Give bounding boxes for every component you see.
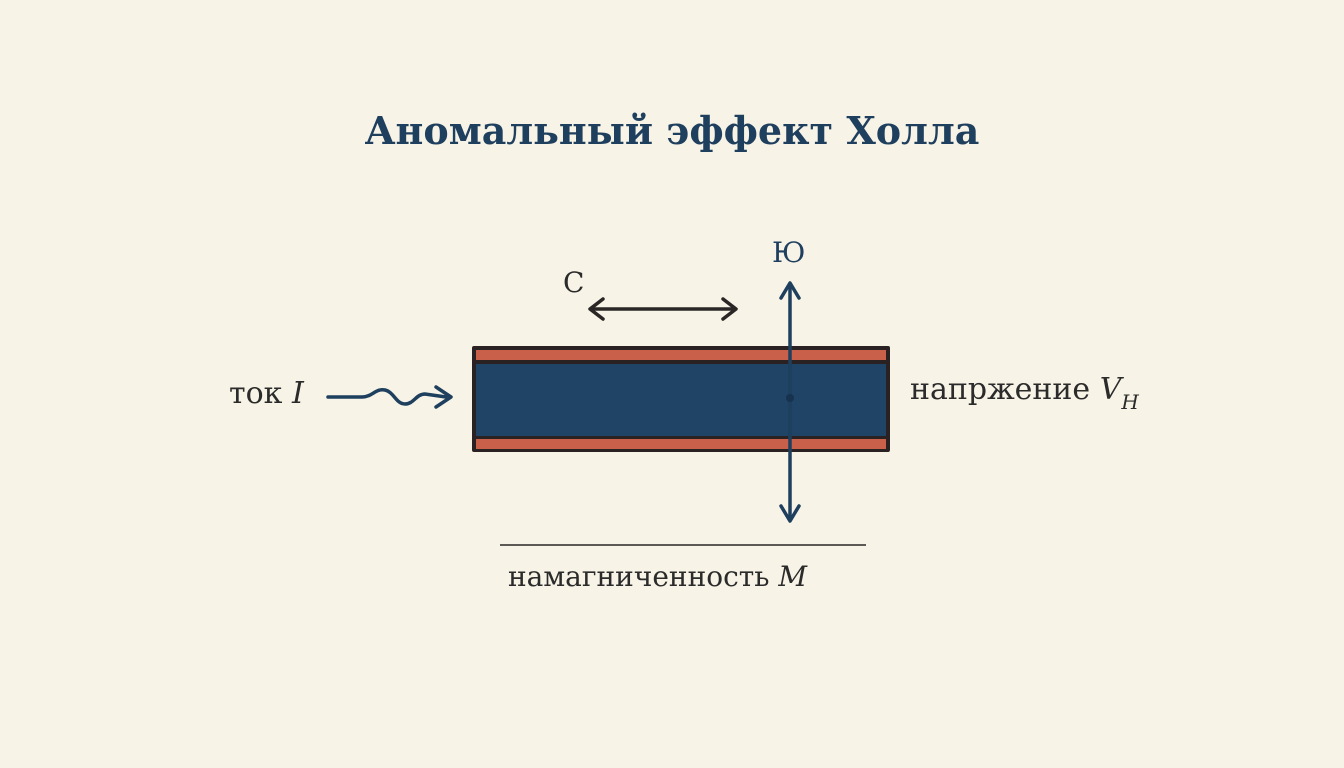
voltage-text: напржение	[910, 372, 1091, 407]
slab-bottom-stripe	[476, 439, 886, 449]
slab-body	[476, 364, 886, 436]
voltage-subscript: H	[1121, 390, 1139, 414]
magnetization-label: намагниченность M	[508, 560, 807, 593]
horizontal-axis-label: С	[563, 266, 585, 299]
horizontal-double-arrow	[588, 297, 738, 321]
magnetization-text: намагниченность	[508, 560, 770, 593]
magnetization-symbol: M	[778, 560, 808, 593]
current-label: ток I	[229, 376, 304, 411]
voltage-symbol: V	[1099, 372, 1122, 407]
current-symbol: I	[291, 376, 304, 411]
current-text: ток	[229, 376, 283, 411]
vertical-double-arrow	[779, 281, 801, 523]
page-title: Аномальный эффект Холла	[364, 108, 980, 153]
voltage-label: напржение VH	[910, 372, 1139, 414]
current-arrow	[326, 385, 453, 409]
slab-top-stripe	[476, 350, 886, 360]
vertical-axis-label: Ю	[772, 236, 806, 269]
